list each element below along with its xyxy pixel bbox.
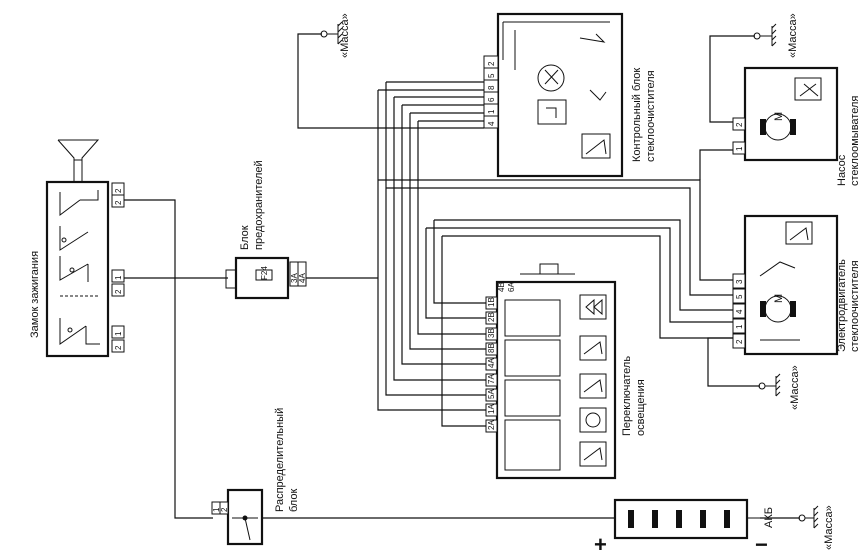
wires: [124, 33, 800, 519]
light-switch-pin-label: 2A: [487, 420, 496, 430]
battery-plus: +: [594, 532, 607, 557]
wiper-motor: [732, 214, 839, 356]
motor-pin-label: 2: [735, 339, 744, 344]
ignition-pin-label: 2: [114, 345, 123, 350]
motor-pin-label: 5: [735, 294, 744, 299]
wiper-control-pin-label: 1: [487, 109, 496, 114]
distribution-pin-label: 2: [220, 507, 229, 512]
light-switch-pin-label: 6A: [507, 282, 516, 292]
wiper-motor-symbol: M: [773, 294, 785, 303]
wiper-control-block: [496, 12, 624, 178]
light-switch-pin-label: 2B: [487, 312, 496, 322]
wiper-control-label-2: стеклоочистителя: [645, 70, 657, 162]
light-switch-pin-label: 5A: [487, 389, 496, 399]
motor-pin-label: 3: [735, 279, 744, 284]
ignition-pin-label: 1: [114, 331, 123, 336]
ignition-pins: [111, 182, 125, 353]
light-switch-pin-label: 8B: [487, 343, 496, 353]
pump-label-2: стеклоомывателя: [849, 96, 861, 186]
light-switch-pins: [485, 296, 498, 433]
light-switch-pin-label: 4B: [497, 282, 506, 292]
motor-label-1: Электродвигатель: [836, 259, 848, 352]
distribution-label-2: блок: [288, 489, 300, 512]
fuse-pin-3a: 3A: [290, 273, 299, 283]
battery-label: АКБ: [763, 507, 775, 528]
motor-label-2: стеклоочистителя: [849, 260, 861, 352]
fuse-block-label-2: предохранителей: [253, 160, 265, 250]
light-switch-pin-label: 3B: [487, 328, 496, 338]
battery-minus: −: [755, 532, 768, 557]
ground-symbol-pump: [753, 23, 777, 47]
fuse-block-label-1: Блок: [239, 225, 251, 250]
wiper-control-pins: [483, 55, 499, 129]
ignition-pin-label: 2: [114, 188, 123, 193]
light-switch-label-1: Переключатель: [621, 356, 633, 436]
ignition-label: Замок зажигания: [29, 251, 41, 338]
motor-pin-label: 1: [735, 324, 744, 329]
ignition-pin-label: 2: [114, 289, 123, 294]
wiper-control-pin-label: 6: [487, 97, 496, 102]
light-switch-pin-label: 1A: [487, 404, 496, 414]
ground-label-top: «Масса»: [339, 13, 351, 58]
distribution-block: [211, 488, 264, 546]
light-switch: [495, 263, 617, 480]
wiper-control-label-1: Контрольный блок: [631, 68, 643, 162]
ground-label-pump: «Масса»: [787, 13, 799, 58]
pin-numbers: 2 2 1 2 1 2 1 2 2 5 8 6 1 4 2A 1A 5A 7A …: [114, 61, 744, 512]
fuse-pin-4a: 4A: [298, 273, 307, 283]
pump-motor-symbol: M: [773, 112, 785, 121]
labels: Замок зажигания Блок предохранителей Рас…: [29, 13, 861, 557]
ignition-switch: [45, 139, 110, 358]
wiper-control-pin-label: 4: [487, 121, 496, 126]
distribution-label-1: Распределительный: [274, 408, 286, 512]
light-switch-pin-label: 7A: [487, 374, 496, 384]
light-switch-pin-label: 1B: [487, 297, 496, 307]
motor-pin-label: 4: [735, 309, 744, 314]
ground-label-motor: «Масса»: [789, 365, 801, 410]
pump-pin-label: 1: [735, 146, 744, 151]
fuse-block: [225, 256, 307, 300]
ground-symbol-motor: [758, 373, 781, 397]
ground-label-battery: «Масса»: [823, 505, 835, 550]
wiper-control-pin-label: 8: [487, 85, 496, 90]
light-switch-pin-label: 4A: [487, 358, 496, 368]
ignition-pin-label: 2: [114, 200, 123, 205]
wiper-control-pin-label: 2: [487, 61, 496, 66]
pump-pin-label: 2: [735, 122, 744, 127]
ignition-pin-label: 1: [114, 275, 123, 280]
pump-label-1: Насос: [836, 154, 848, 186]
ground-symbol-battery: [798, 505, 819, 529]
washer-pump: [732, 66, 839, 162]
distribution-pin-label: 1: [212, 507, 221, 512]
light-switch-label-2: освещения: [635, 379, 647, 436]
fuse-name: F24: [260, 266, 269, 280]
ground-symbol-top: [320, 21, 343, 45]
wiper-control-pin-label: 5: [487, 73, 496, 78]
battery: [613, 498, 760, 540]
